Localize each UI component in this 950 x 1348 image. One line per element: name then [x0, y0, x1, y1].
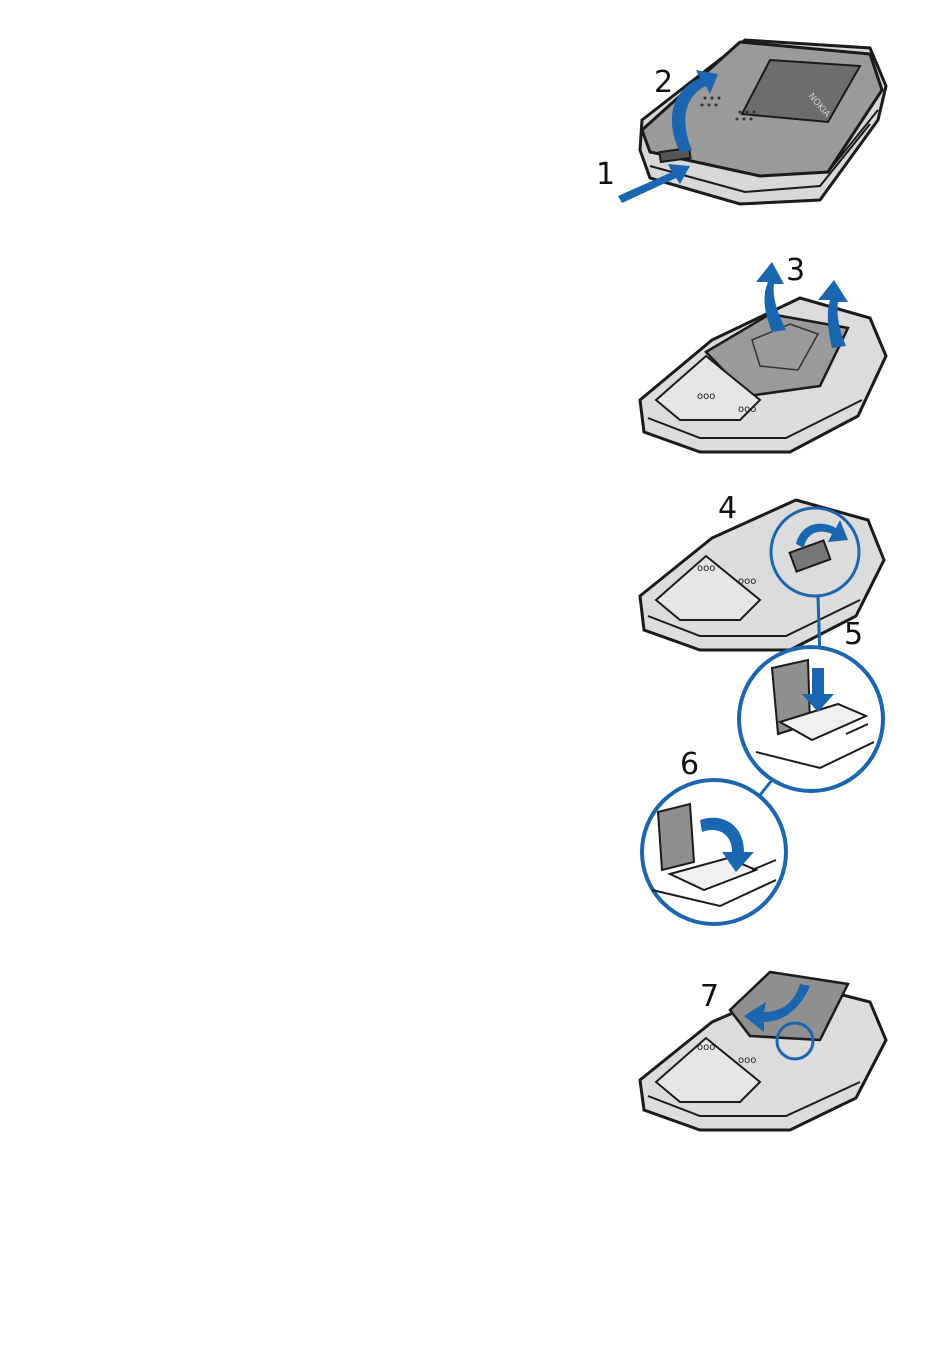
step-label-6: 6	[680, 747, 699, 782]
key-text: ooo	[738, 576, 756, 587]
key-text: ooo	[697, 1042, 715, 1053]
step-label-5: 5	[844, 617, 863, 652]
step-label-3: 3	[786, 253, 805, 288]
key-text: ooo	[697, 563, 715, 574]
key-text: ooo	[738, 1055, 756, 1066]
step-label-7: 7	[700, 979, 719, 1014]
panel-remove-battery: ooo ooo 3	[640, 253, 886, 452]
step-label-4: 4	[718, 491, 737, 526]
sim-holder-open	[658, 804, 694, 870]
panel-insert-sim: ooo ooo 4 5 6	[640, 491, 884, 924]
key-text: ooo	[697, 391, 715, 402]
panel-insert-battery: ooo ooo 7	[640, 972, 886, 1130]
panel-remove-back-cover: NOKIA 1 2	[596, 40, 886, 204]
step-label-2: 2	[654, 65, 673, 100]
step-label-1: 1	[596, 157, 615, 192]
key-text: ooo	[738, 404, 756, 415]
